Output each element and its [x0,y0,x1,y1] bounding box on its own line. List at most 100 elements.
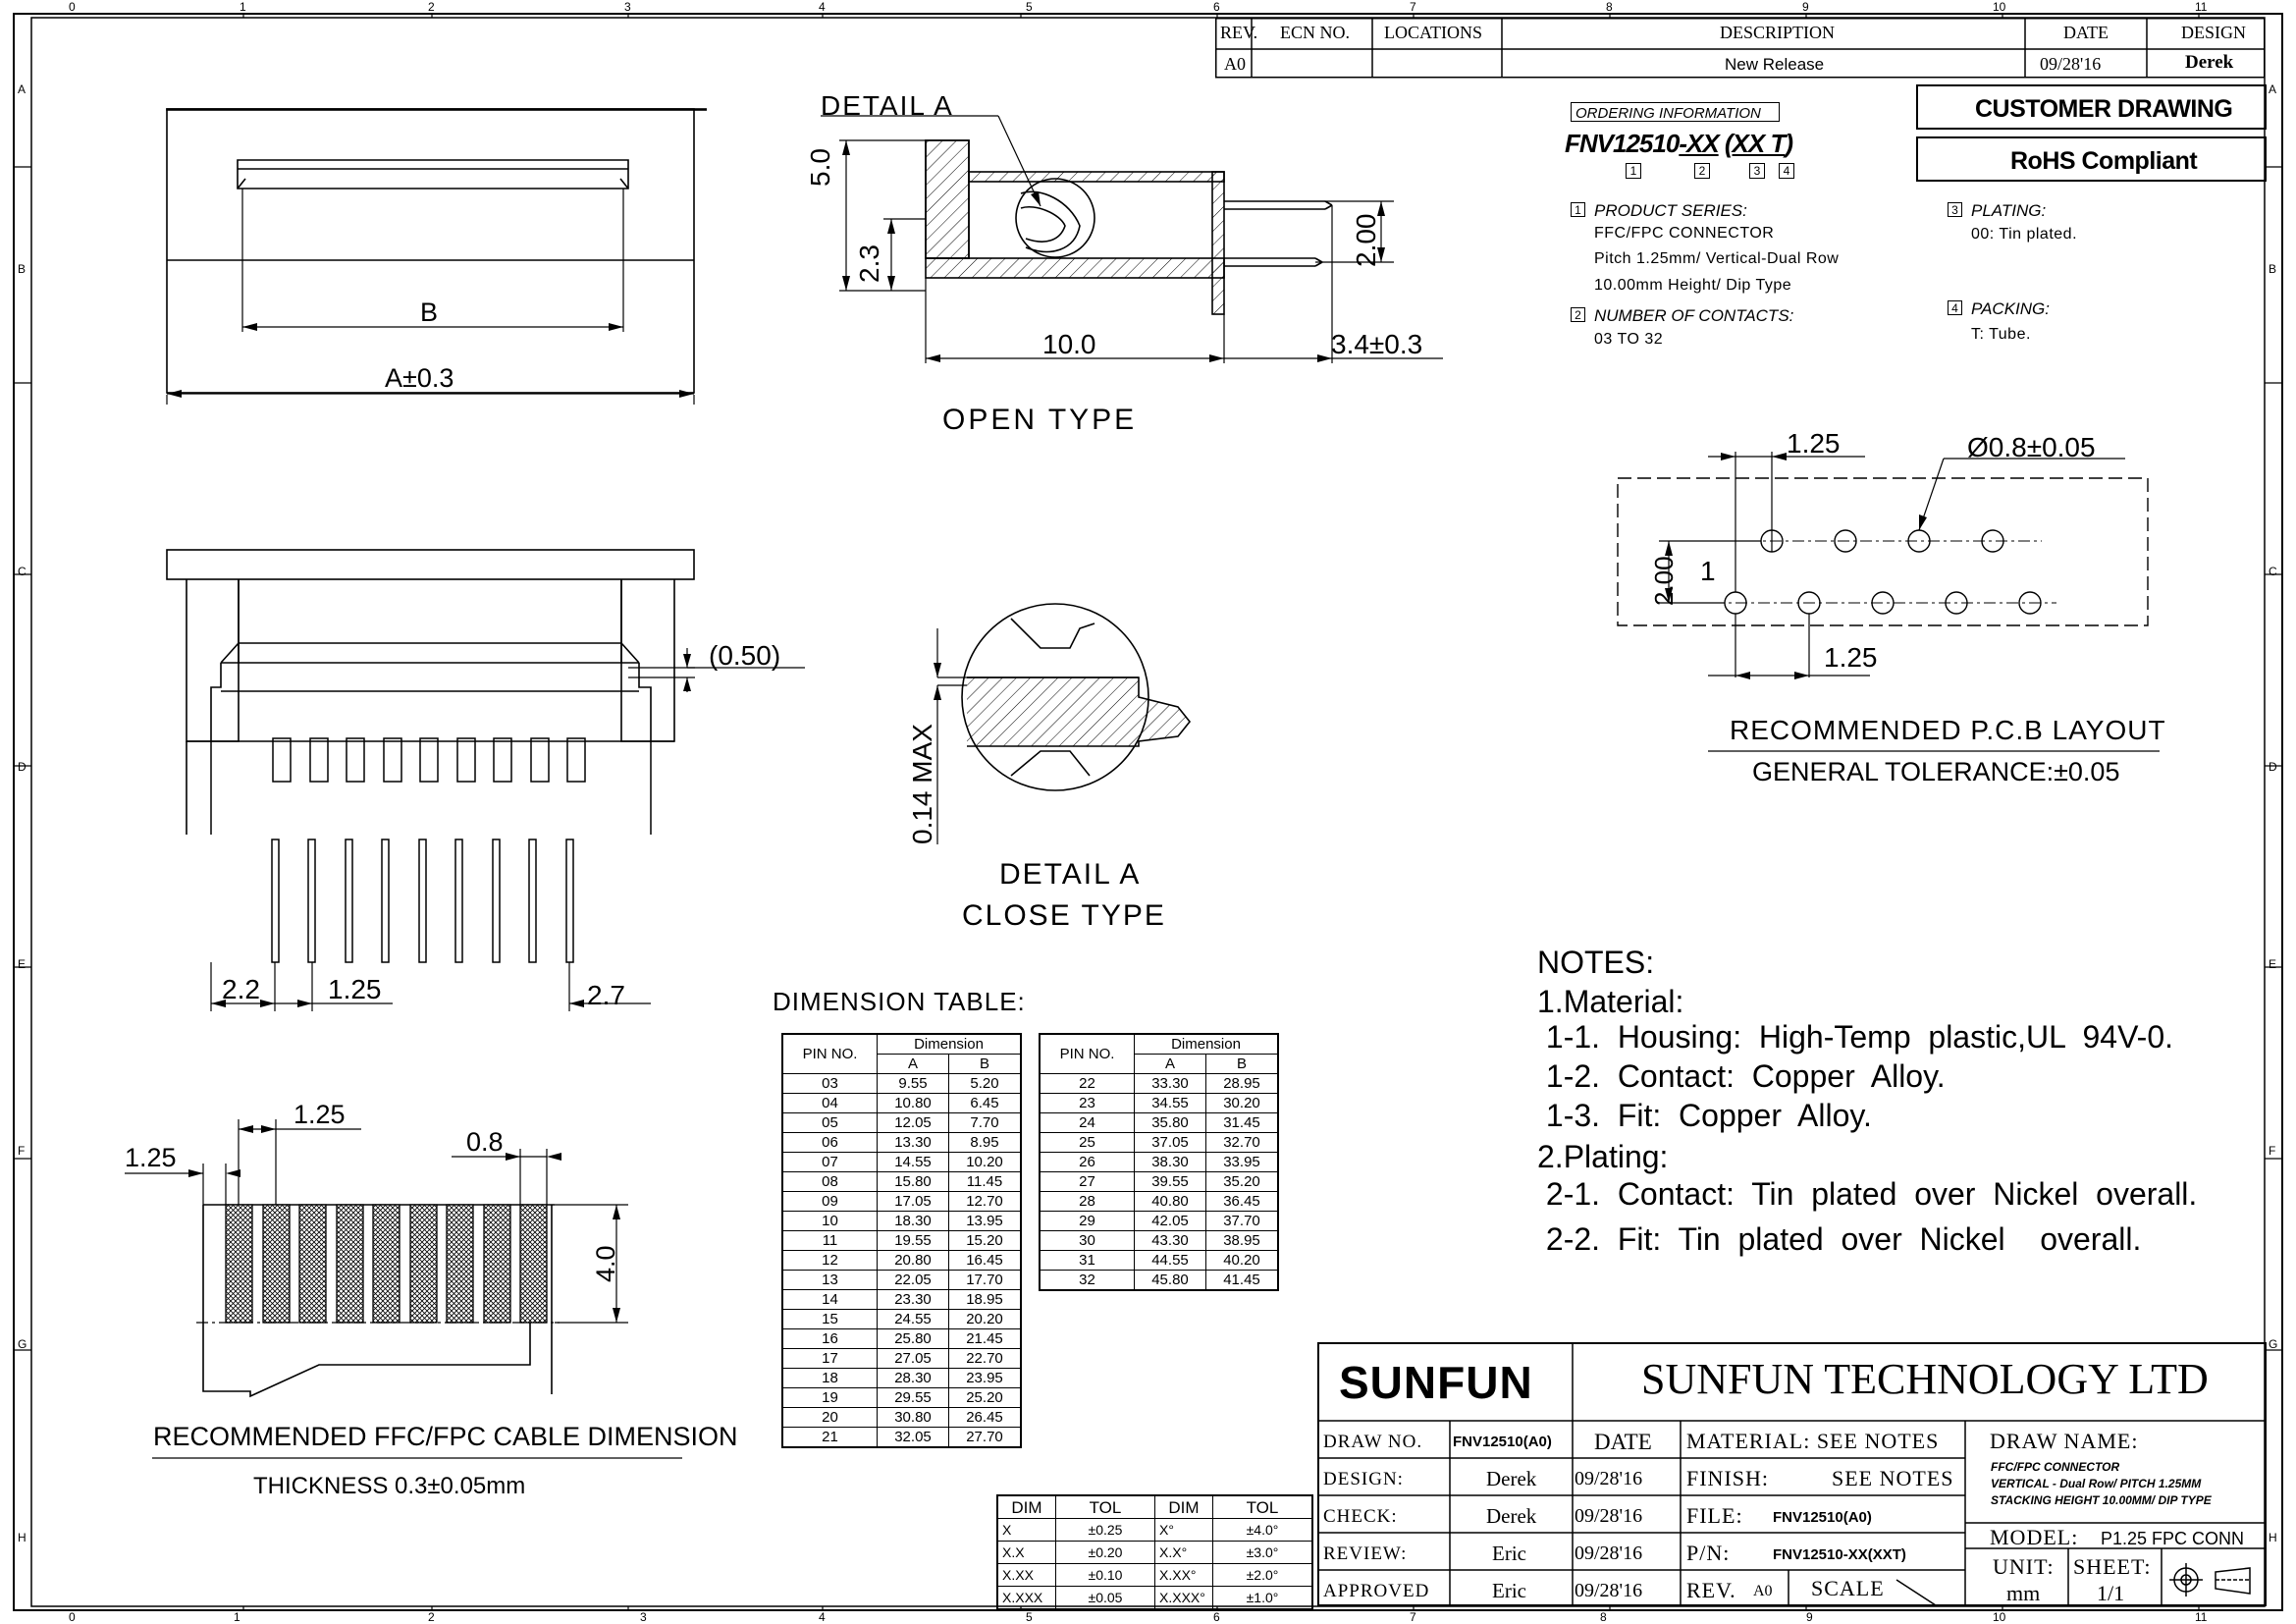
rev-value: A0 [1224,54,1246,74]
revision-grid [1215,18,2266,79]
notes-title: NOTES: [1537,945,1655,980]
marker-1: 1 [1626,163,1641,179]
ordering-title-box: ORDERING INFORMATION [1571,102,1780,122]
description-value: New Release [1725,55,1825,74]
design-value: Derek [2185,52,2234,73]
product-series-label: PRODUCT SERIES: [1594,201,1747,220]
marker-2: 2 [1694,163,1710,179]
marker-contacts: 2 [1571,307,1585,322]
dim-0-14: 0.14 MAX [907,724,937,844]
dim-2-7: 2.7 [587,980,625,1010]
dim-10-0: 10.0 [1042,329,1096,359]
ffc-dim-0-8: 0.8 [466,1127,504,1157]
ffc-thickness: THICKNESS 0.3±0.05mm [253,1473,526,1499]
dim-0-50: (0.50) [709,640,781,671]
front-view-windows [272,737,586,783]
dim-5-0: 5.0 [805,148,835,187]
detail-close-view [961,603,1192,791]
projection-circle-icon [2174,1566,2198,1590]
pcb-dim-1-25-top: 1.25 [1787,428,1841,459]
ffc-stripes [225,1204,548,1324]
top-view-outline [166,108,695,394]
open-type-label: OPEN TYPE [942,404,1138,436]
marker-product-series: 1 [1571,202,1585,217]
ffc-title: RECOMMENDED FFC/FPC CABLE DIMENSION [153,1422,738,1451]
dim-2-2: 2.2 [222,974,260,1004]
close-type-label: CLOSE TYPE [962,899,1166,932]
marker-4: 4 [1779,163,1794,179]
marker-3: 3 [1749,163,1765,179]
pcb-title: RECOMMENDED P.C.B LAYOUT [1730,715,2166,745]
design-header: DESIGN [2181,23,2246,42]
dim-2-3: 2.3 [854,244,884,283]
part-number-code: FNV12510-XX (XX T) [1565,129,1793,158]
pcb-tolerance: GENERAL TOLERANCE:±0.05 [1752,757,2120,786]
customer-drawing-badge: CUSTOMER DRAWING [1916,84,2267,130]
ffc-dim-1-25-left: 1.25 [125,1143,177,1172]
ffc-dim-1-25-top: 1.25 [294,1100,346,1129]
locations-header: LOCATIONS [1384,23,1483,42]
detail-a-close-label: DETAIL A [999,858,1142,891]
dim-2-00: 2.00 [1351,213,1381,268]
pcb-outline [1617,477,2149,626]
dim-a-label: A±0.3 [385,363,454,393]
dim-3-4: 3.4±0.3 [1331,329,1423,359]
front-view-outline [166,549,695,835]
date-value: 09/28'16 [2040,54,2102,74]
ecn-header: ECN NO. [1280,23,1350,42]
dimension-table-title: DIMENSION TABLE: [773,987,1026,1016]
title-block-grid [1317,1342,2267,1606]
marker-plating: 3 [1948,202,1962,217]
dim-1-25-front: 1.25 [328,974,382,1004]
side-view-outline [925,139,1333,315]
pcb-dim-2-00: 2.00 [1649,556,1679,606]
company-logo: SUNFUN [1339,1357,1533,1408]
rohs-badge: RoHS Compliant [1916,136,2267,182]
company-name: SUNFUN TECHNOLOGY LTD [1641,1355,2209,1403]
contacts-label: NUMBER OF CONTACTS: [1594,306,1794,325]
date-header: DATE [2063,23,2109,42]
projection-cone-icon [2215,1566,2250,1592]
description-header: DESCRIPTION [1720,23,1836,42]
rev-header: REV. [1220,23,1258,42]
dim-b-label: B [420,298,439,327]
